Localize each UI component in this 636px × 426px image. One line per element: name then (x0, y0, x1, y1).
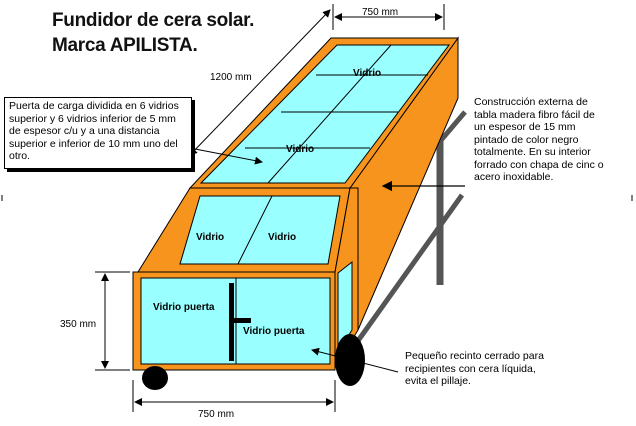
dimension-bottom-width (132, 380, 336, 412)
front-slope-glass (179, 195, 341, 265)
glass-label-front-left: Vidrio (196, 232, 224, 243)
door-handle (229, 283, 251, 361)
glass-label-front-right: Vidrio (268, 232, 296, 243)
dim-height-label: 350 mm (60, 319, 96, 330)
callout-enclosure: Pequeño recinto cerrado para recipientes… (405, 350, 544, 387)
glass-label-door-right: Vidrio puerta (243, 326, 305, 337)
dimension-top-width (332, 4, 445, 30)
leader-enclosure (311, 347, 399, 373)
diagram-title-line2: Marca APILISTA. (52, 35, 198, 56)
dimension-length (189, 9, 331, 156)
dim-top-width-label: 750 mm (362, 7, 398, 18)
glass-label-roof-middle: Vidrio (286, 144, 314, 155)
callout-construction: Construcción externa de tabla madera fib… (474, 96, 604, 183)
diagram-title-line1: Fundidor de cera solar. (52, 10, 255, 31)
front-box-side-glass (337, 260, 353, 354)
glass-label-door-left: Vidrio puerta (153, 302, 215, 313)
dim-bottom-width-label: 750 mm (198, 409, 234, 420)
glass-label-roof-top: Vidrio (353, 68, 381, 79)
callout-loading-door: Puerta de carga dividida en 6 vidrios su… (4, 97, 192, 169)
dimension-height (95, 271, 130, 371)
dim-length-label: 1200 mm (210, 72, 252, 83)
leader-loading-door (189, 147, 263, 165)
front-wheel (142, 366, 168, 390)
